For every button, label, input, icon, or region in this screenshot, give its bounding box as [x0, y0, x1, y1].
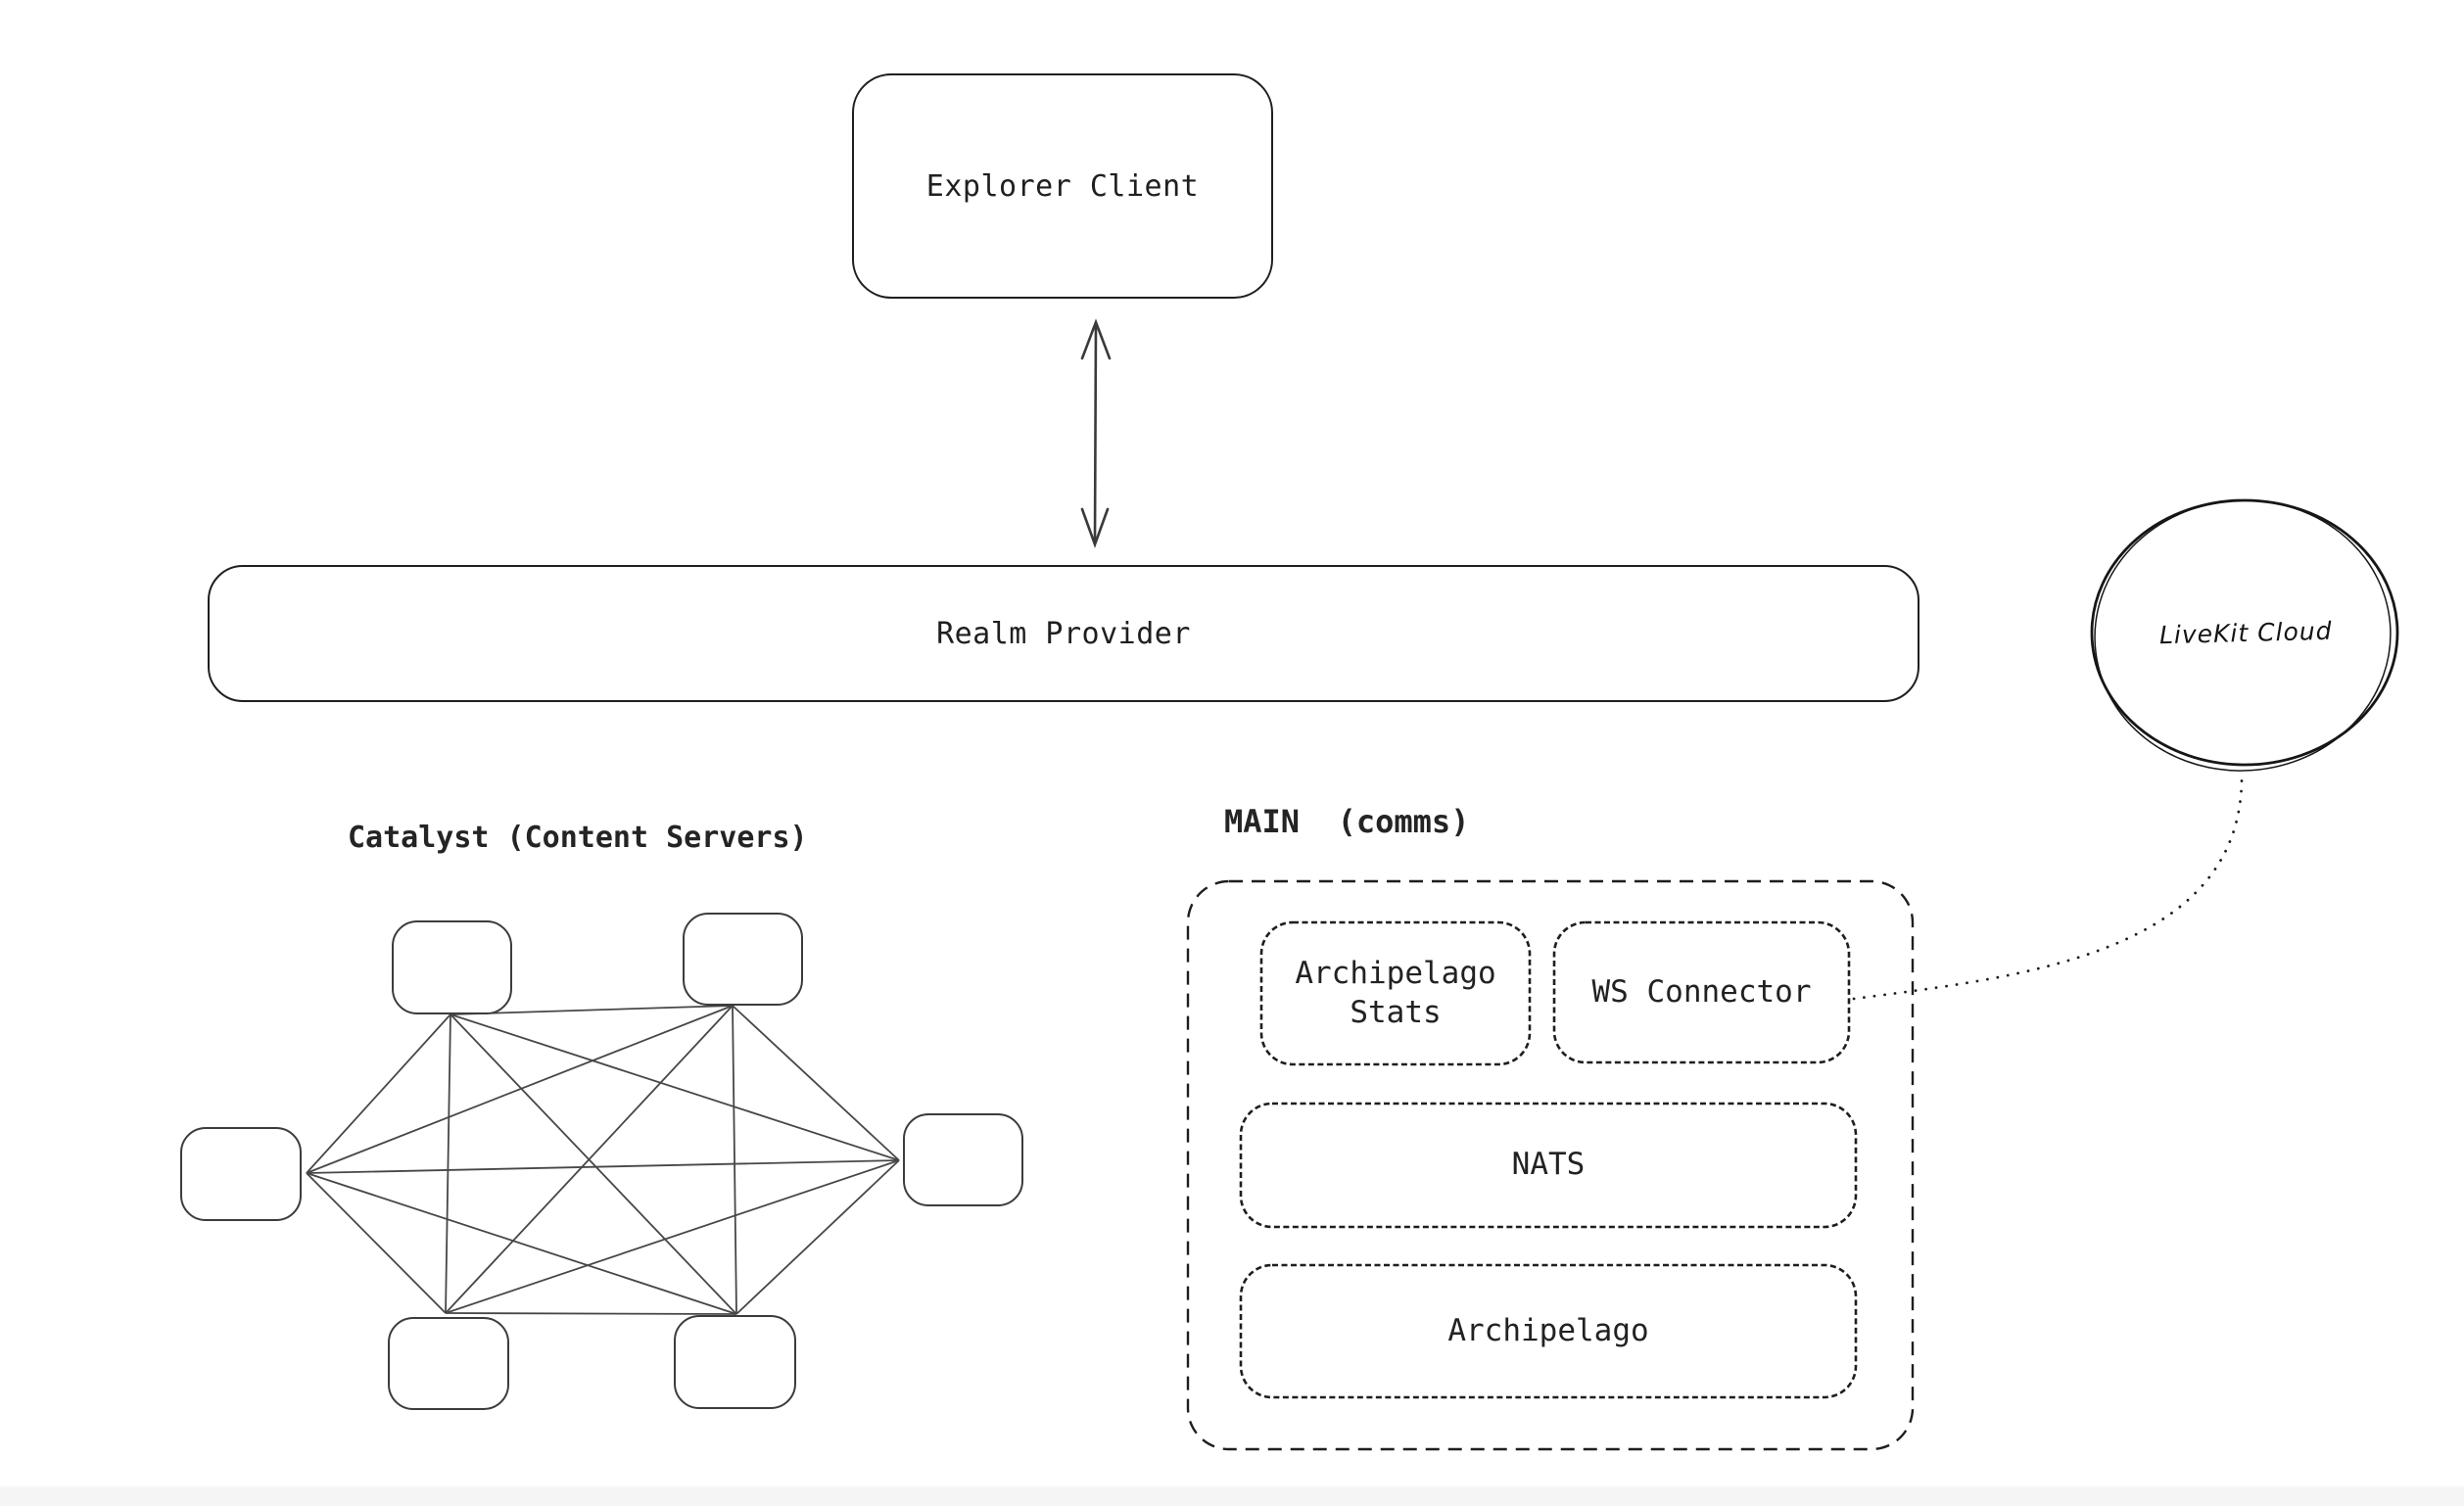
- main-comms-title: MAIN (comms): [1224, 803, 1470, 840]
- explorer-realm-arrow[interactable]: [1080, 318, 1112, 548]
- nats-box[interactable]: [1239, 1102, 1858, 1229]
- catalyst-node-right[interactable]: [903, 1113, 1023, 1206]
- mesh-link: [306, 1172, 447, 1314]
- realm-provider-box[interactable]: Realm Provider: [208, 565, 1919, 702]
- mesh-link: [445, 1005, 734, 1314]
- catalyst-node-bottom-left[interactable]: [388, 1317, 509, 1410]
- explorer-client-box[interactable]: Explorer Client: [852, 73, 1273, 299]
- circle-sketch-stroke: [2094, 499, 2392, 772]
- archipelago-box[interactable]: [1239, 1263, 1858, 1399]
- mesh-link: [306, 1172, 737, 1315]
- arrow-shaft: [1093, 323, 1098, 543]
- livekit-cloud-circle[interactable]: [2086, 491, 2400, 780]
- main-comms-container[interactable]: [1186, 879, 1915, 1451]
- catalyst-node-top-right[interactable]: [683, 913, 803, 1006]
- explorer-client-label: Explorer Client: [925, 168, 1200, 204]
- catalyst-title: Catalyst (Content Servers): [348, 821, 808, 855]
- mesh-link: [732, 1005, 737, 1315]
- mesh-link: [735, 1159, 900, 1315]
- archipelago-stats-box[interactable]: [1259, 920, 1532, 1066]
- mesh-link: [450, 1013, 900, 1161]
- mesh-link: [445, 1159, 900, 1314]
- mesh-link: [732, 1005, 900, 1161]
- arrow-head-down-icon: [1080, 507, 1110, 548]
- mesh-link: [450, 1005, 734, 1015]
- mesh-link: [306, 1159, 900, 1174]
- catalyst-node-bottom-right[interactable]: [674, 1315, 796, 1409]
- catalyst-node-left[interactable]: [180, 1127, 302, 1221]
- catalyst-mesh-links[interactable]: [306, 1005, 900, 1315]
- ws-livekit-dotted-connector[interactable]: [1852, 772, 2244, 1001]
- ws-connector-box[interactable]: [1552, 920, 1851, 1064]
- arrow-head-up-icon: [1080, 318, 1112, 360]
- catalyst-node-top-left[interactable]: [392, 920, 512, 1014]
- mesh-link: [306, 1013, 451, 1174]
- realm-provider-label: Realm Provider: [936, 616, 1191, 651]
- mesh-link: [445, 1013, 451, 1314]
- mesh-link: [445, 1312, 737, 1315]
- canvas-bottom-strip: [0, 1486, 2464, 1506]
- mesh-link: [306, 1005, 734, 1174]
- mesh-link: [450, 1013, 737, 1315]
